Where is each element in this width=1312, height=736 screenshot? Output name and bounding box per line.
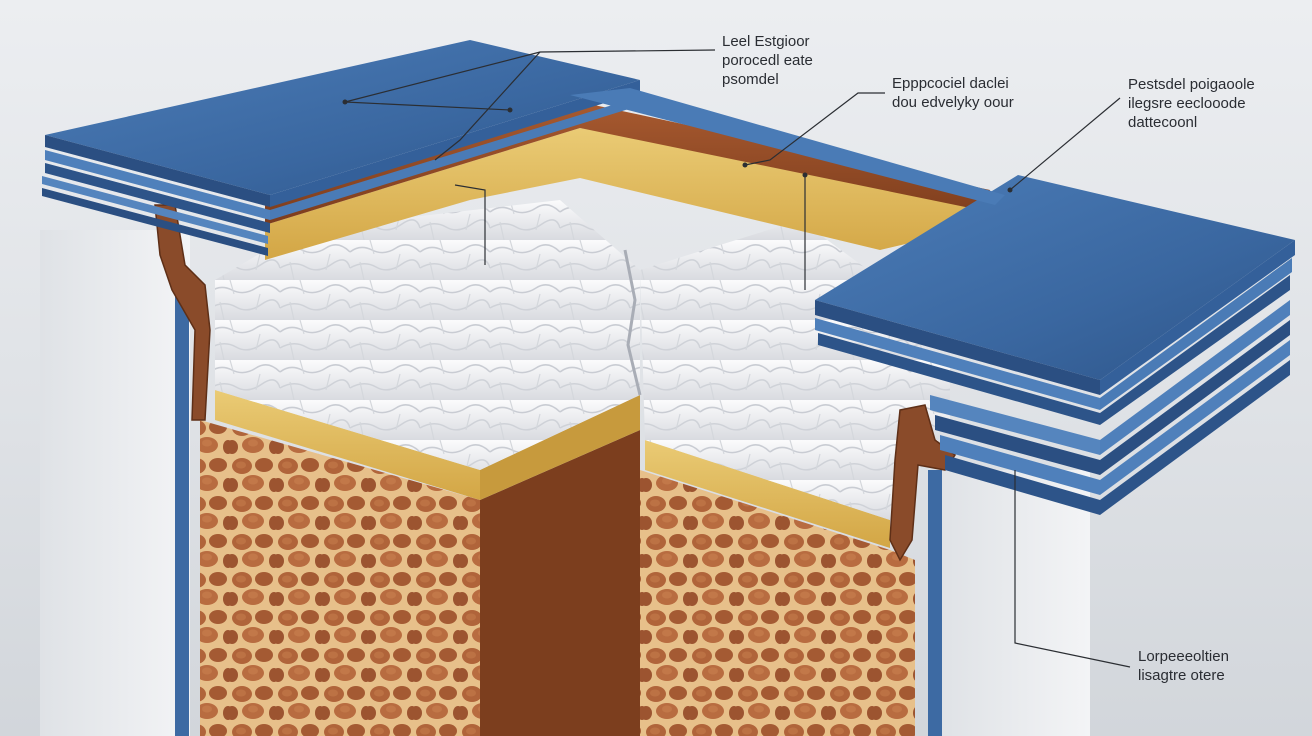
callout-top-left: Leel Estgioor porocedl eate psomdel [722, 32, 813, 89]
porous-block-left [200, 420, 480, 736]
left-wall [40, 230, 190, 736]
callout-top-right-line3: dattecoonl [1128, 114, 1198, 131]
timber-top-layer [265, 128, 980, 260]
leader-top-left-3 [344, 101, 511, 111]
leader-dots [342, 99, 1013, 193]
insulation-crack [623, 249, 642, 396]
callout-top-center-line2: dou edvelyky oour [892, 94, 1014, 111]
right-wall-blue-edge [928, 470, 942, 736]
porous-block-right [640, 470, 915, 736]
roof-panel-left-top [45, 40, 640, 195]
timber-band-left [215, 390, 480, 500]
callout-top-right-line2: ilegsre eeclooode [1128, 95, 1246, 112]
right-flashing [889, 404, 957, 562]
callout-bottom-right: Lorpeeeoltien lisagtre otere [1138, 647, 1229, 685]
leader-top-right [1009, 97, 1121, 191]
roof-panel-right-layers [815, 240, 1295, 515]
callout-bottom-right-line2: lisagtre otere [1138, 667, 1225, 684]
leader-top-left-down [454, 184, 486, 265]
callout-bottom-right-line1: Lorpeeeoltien [1138, 648, 1229, 665]
roof-panel-right-top [815, 175, 1295, 380]
left-wall-blue-edge [175, 280, 189, 736]
callout-top-left-line3: psomdel [722, 71, 779, 88]
callout-top-center: Epppcociel daclei dou edvelyky oour [892, 74, 1014, 112]
timber-band-mid [480, 395, 640, 500]
callout-top-left-line2: porocedl eate [722, 52, 813, 69]
timber-band-right [645, 440, 890, 548]
callout-top-center-line1: Epppcociel daclei [892, 75, 1009, 92]
leader-lines [344, 49, 1131, 668]
insulation-left [215, 200, 640, 470]
callout-top-left-line1: Leel Estgioor [722, 33, 810, 50]
leader-top-center [744, 92, 885, 166]
porous-block-left-side [480, 430, 640, 736]
left-flashing [154, 204, 211, 421]
leader-bottom-right [1014, 470, 1131, 668]
callout-top-right: Pestsdel poigaoole ilegsre eeclooode dat… [1128, 75, 1255, 132]
callout-top-right-line1: Pestsdel poigaoole [1128, 76, 1255, 93]
leader-top-left-2 [434, 51, 541, 161]
